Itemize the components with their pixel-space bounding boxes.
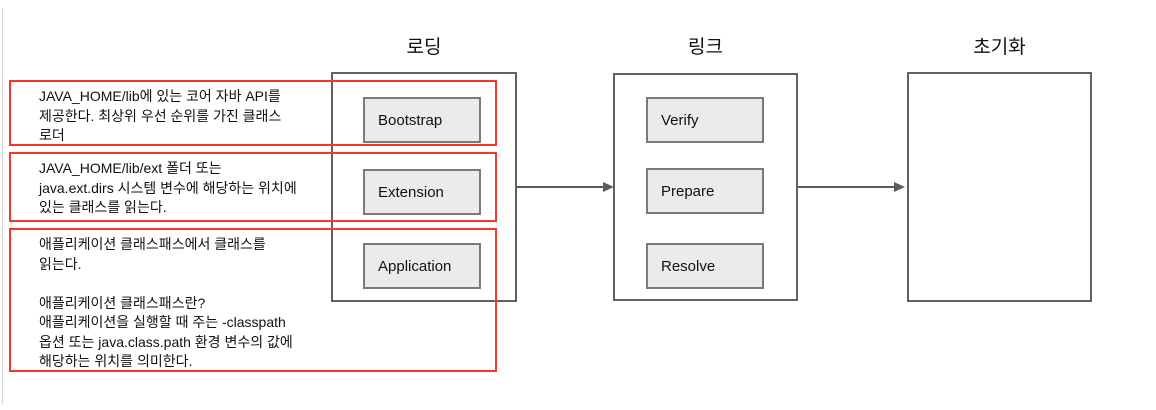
- annotation-text-bootstrap: JAVA_HOME/lib에 있는 코어 자바 API를 제공한다. 최상위 우…: [39, 88, 282, 143]
- step-box-extension: Extension: [363, 169, 481, 215]
- initialization-container-box: [907, 72, 1092, 302]
- column-heading-initialization: 초기화: [973, 37, 1026, 58]
- step-box-application-label: Application: [378, 257, 452, 275]
- step-box-verify-label: Verify: [661, 111, 699, 129]
- step-box-resolve: Resolve: [646, 243, 764, 289]
- column-heading-loading: 로딩: [406, 37, 442, 58]
- step-box-bootstrap-label: Bootstrap: [378, 111, 443, 129]
- step-box-prepare: Prepare: [646, 168, 764, 214]
- step-box-extension-label: Extension: [378, 183, 444, 201]
- step-box-verify: Verify: [646, 97, 764, 143]
- arrow-head-right-icon: [603, 182, 614, 192]
- step-box-application: Application: [363, 243, 481, 289]
- annotation-box-extension: JAVA_HOME/lib/ext 폴더 또는 java.ext.dirs 시스…: [9, 152, 497, 222]
- annotation-text-application: 애플리케이션 클래스패스에서 클래스를 읽는다. 애플리케이션 클래스패스란? …: [39, 236, 293, 369]
- arrow-shaft: [798, 186, 896, 188]
- step-box-prepare-label: Prepare: [661, 182, 715, 200]
- arrow-head-right-icon: [894, 182, 905, 192]
- column-heading-link: 링크: [688, 37, 723, 58]
- annotation-box-application: 애플리케이션 클래스패스에서 클래스를 읽는다. 애플리케이션 클래스패스란? …: [9, 228, 497, 372]
- annotation-box-bootstrap: JAVA_HOME/lib에 있는 코어 자바 API를 제공한다. 최상위 우…: [9, 80, 497, 146]
- arrow-shaft: [517, 186, 605, 188]
- left-frame-line: [2, 8, 3, 404]
- annotation-text-extension: JAVA_HOME/lib/ext 폴더 또는 java.ext.dirs 시스…: [39, 160, 297, 215]
- step-box-resolve-label: Resolve: [661, 257, 716, 275]
- step-box-bootstrap: Bootstrap: [363, 97, 481, 143]
